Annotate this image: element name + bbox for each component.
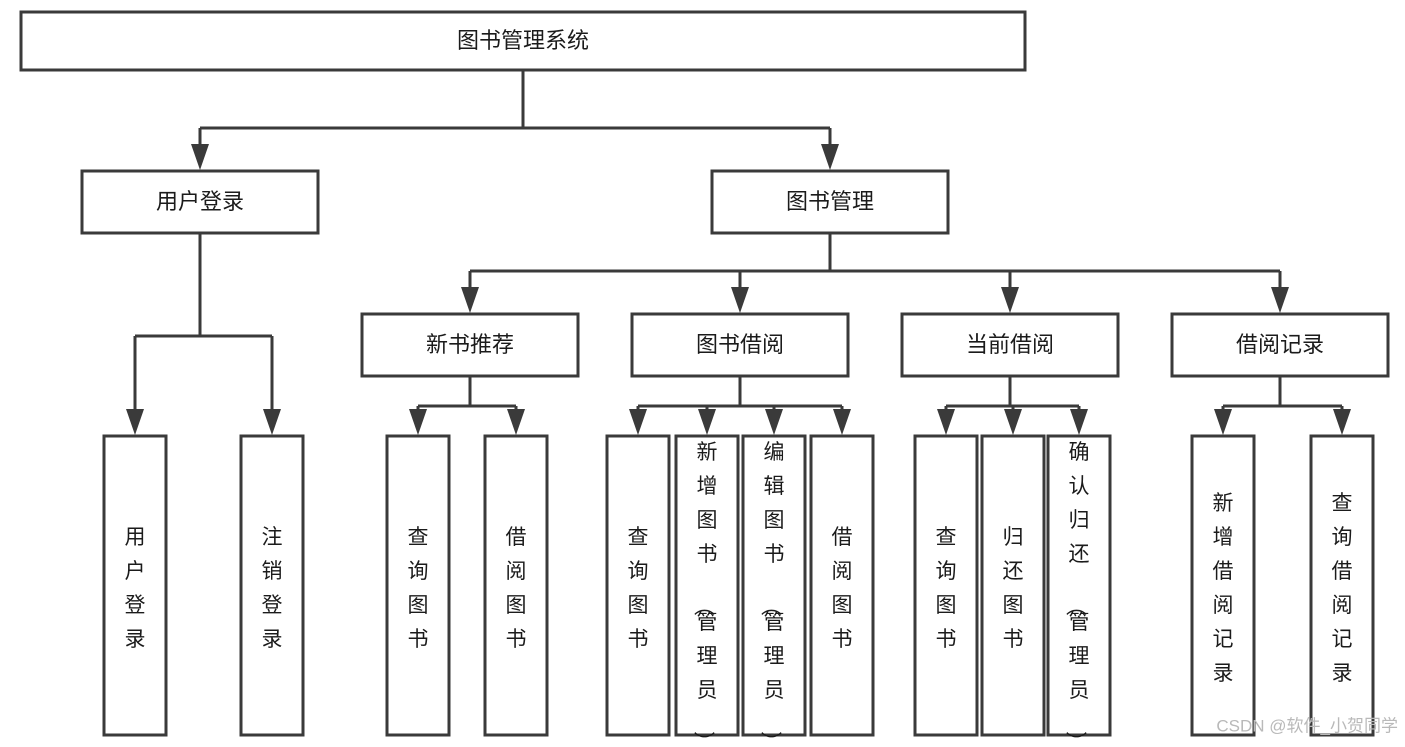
node-box-leaf-current-confirm[interactable] — [1046, 434, 1112, 737]
node-box-root[interactable] — [19, 10, 1027, 72]
node-box-leaf-current-query[interactable] — [913, 434, 979, 737]
node-box-current-borrow[interactable] — [900, 312, 1120, 378]
node-label-leaf-record-query: 查询借阅记录 — [1332, 492, 1353, 685]
node-leaf-rec-borrow[interactable]: 借阅图书 — [483, 434, 549, 737]
node-box-leaf-user-login[interactable] — [102, 434, 168, 737]
node-label-root: 图书管理系统 — [457, 28, 589, 53]
node-box-leaf-record-add[interactable] — [1190, 434, 1256, 737]
node-box-borrow-record[interactable] — [1170, 312, 1390, 378]
node-leaf-user-login[interactable]: 用户登录 — [102, 434, 168, 737]
node-box-leaf-user-logout[interactable] — [239, 434, 305, 737]
node-box-leaf-borrow-query[interactable] — [605, 434, 671, 737]
node-label-leaf-borrow-query: 查询图书 — [628, 526, 649, 651]
node-leaf-borrow-add[interactable]: 新增图书（管理员） — [674, 434, 740, 747]
node-box-book-borrow[interactable] — [630, 312, 850, 378]
node-leaf-borrow-query[interactable]: 查询图书 — [605, 434, 671, 737]
node-label-leaf-rec-borrow: 借阅图书 — [506, 526, 527, 651]
node-leaf-current-query[interactable]: 查询图书 — [913, 434, 979, 737]
node-label-borrow-record: 借阅记录 — [1236, 332, 1324, 357]
node-box-leaf-rec-query[interactable] — [385, 434, 451, 737]
node-box-leaf-record-query[interactable] — [1309, 434, 1375, 737]
node-current-borrow[interactable]: 当前借阅 — [900, 312, 1120, 378]
node-label-leaf-current-return: 归还图书 — [1003, 526, 1024, 651]
node-label-current-borrow: 当前借阅 — [966, 332, 1054, 357]
node-book-borrow[interactable]: 图书借阅 — [630, 312, 850, 378]
node-root[interactable]: 图书管理系统 — [19, 10, 1027, 72]
node-label-leaf-user-logout: 注销登录 — [262, 526, 283, 651]
csdn-watermark: CSDN @软件_小贺同学 — [1216, 716, 1398, 735]
node-user-login[interactable]: 用户登录 — [80, 169, 320, 235]
node-leaf-rec-query[interactable]: 查询图书 — [385, 434, 451, 737]
node-label-book-manage: 图书管理 — [786, 189, 874, 214]
node-label-leaf-borrow-add: 新增图书（管理员） — [692, 441, 718, 747]
connector-group-current-to-leaves — [937, 376, 1088, 435]
node-layer: 图书管理系统用户登录图书管理新书推荐图书借阅当前借阅借阅记录用户登录注销登录查询… — [19, 10, 1390, 747]
connector-group-newbook-to-leaves — [409, 376, 525, 435]
node-label-leaf-current-confirm: 确认归还（管理员） — [1064, 441, 1090, 747]
node-leaf-record-add[interactable]: 新增借阅记录 — [1190, 434, 1256, 737]
node-box-user-login[interactable] — [80, 169, 320, 235]
node-book-manage[interactable]: 图书管理 — [710, 169, 950, 235]
node-label-new-book-rec: 新书推荐 — [426, 332, 514, 357]
node-box-new-book-rec[interactable] — [360, 312, 580, 378]
node-label-leaf-current-query: 查询图书 — [936, 526, 957, 651]
node-box-leaf-borrow-lend[interactable] — [809, 434, 875, 737]
node-leaf-current-return[interactable]: 归还图书 — [980, 434, 1046, 737]
connector-group-root-to-level2 — [191, 70, 839, 170]
node-box-leaf-borrow-add[interactable] — [674, 434, 740, 737]
connector-group-level2-to-level3 — [461, 233, 1289, 313]
node-leaf-current-confirm[interactable]: 确认归还（管理员） — [1046, 434, 1112, 747]
node-label-leaf-record-add: 新增借阅记录 — [1213, 492, 1234, 685]
node-label-leaf-borrow-edit: 编辑图书（管理员） — [759, 441, 785, 747]
node-new-book-rec[interactable]: 新书推荐 — [360, 312, 580, 378]
node-label-leaf-rec-query: 查询图书 — [408, 526, 429, 651]
node-borrow-record[interactable]: 借阅记录 — [1170, 312, 1390, 378]
node-label-leaf-borrow-lend: 借阅图书 — [832, 526, 853, 651]
node-box-leaf-borrow-edit[interactable] — [741, 434, 807, 737]
connector-group-userlogin-to-leaves — [126, 233, 281, 435]
node-label-user-login: 用户登录 — [156, 189, 244, 214]
node-leaf-record-query[interactable]: 查询借阅记录 — [1309, 434, 1375, 737]
connector-group-record-to-leaves — [1214, 376, 1351, 435]
connector-layer — [126, 70, 1351, 435]
node-box-book-manage[interactable] — [710, 169, 950, 235]
node-leaf-borrow-lend[interactable]: 借阅图书 — [809, 434, 875, 737]
connector-group-bookborrow-to-leaves — [629, 376, 851, 435]
node-label-book-borrow: 图书借阅 — [696, 332, 784, 357]
node-label-leaf-user-login: 用户登录 — [125, 526, 146, 651]
node-leaf-user-logout[interactable]: 注销登录 — [239, 434, 305, 737]
node-box-leaf-current-return[interactable] — [980, 434, 1046, 737]
node-box-leaf-rec-borrow[interactable] — [483, 434, 549, 737]
node-leaf-borrow-edit[interactable]: 编辑图书（管理员） — [741, 434, 807, 747]
